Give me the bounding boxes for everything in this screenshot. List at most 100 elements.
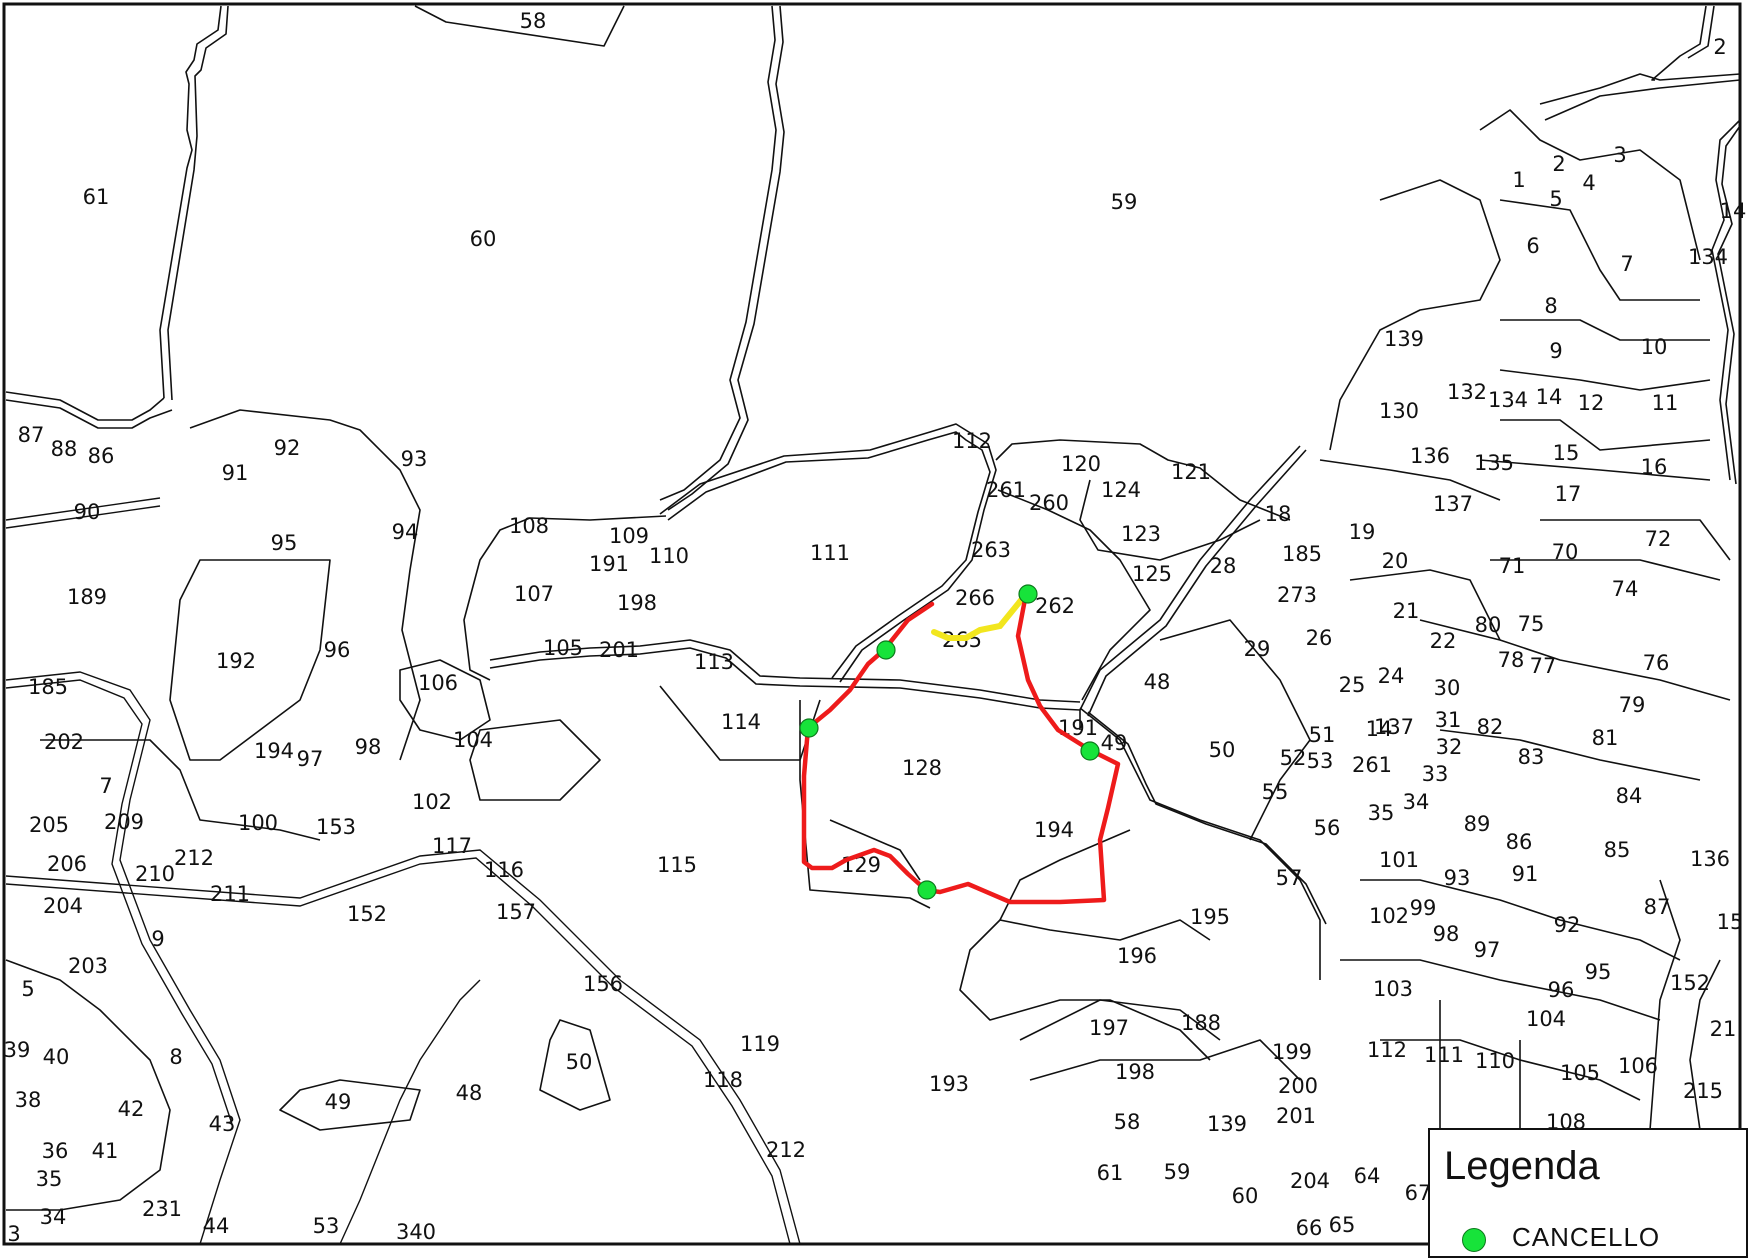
parcel-number-label: 106 [1618, 1054, 1658, 1078]
parcel-number-label: 153 [316, 815, 356, 839]
parcel-number-label: 33 [1422, 762, 1449, 786]
gate-marker[interactable] [917, 880, 937, 900]
parcel-number-label: 81 [1592, 726, 1619, 750]
parcel-number-label: 105 [543, 636, 583, 660]
parcel-number-label: 273 [1277, 583, 1317, 607]
parcel-number-label: 196 [1117, 944, 1157, 968]
parcel-number-label: 83 [1518, 745, 1545, 769]
parcel-number-label: 15 [1717, 910, 1744, 934]
parcel-number-label: 194 [254, 739, 294, 763]
parcel-number-label: 20 [1382, 549, 1409, 573]
parcel-number-label: 200 [1278, 1074, 1318, 1098]
parcel-number-label: 14 [1536, 385, 1563, 409]
parcel-number-label: 119 [740, 1032, 780, 1056]
parcel-number-label: 97 [1474, 938, 1501, 962]
parcel-number-label: 70 [1552, 540, 1579, 564]
parcel-number-label: 112 [952, 429, 992, 453]
parcel-number-label: 8 [1544, 294, 1557, 318]
parcel-number-label: 7 [99, 774, 112, 798]
parcel-number-label: 38 [15, 1088, 42, 1112]
parcel-number-label: 61 [1097, 1161, 1124, 1185]
parcel-number-label: 67 [1405, 1181, 1432, 1205]
parcel-number-label: 2 [1552, 152, 1565, 176]
parcel-number-label: 40 [43, 1045, 70, 1069]
parcel-number-label: 25 [1339, 673, 1366, 697]
parcel-number-label: 29 [1244, 637, 1271, 661]
parcel-number-label: 31 [1435, 708, 1462, 732]
parcel-number-label: 125 [1132, 562, 1172, 586]
gate-markers[interactable] [799, 584, 1100, 900]
parcel-number-label: 87 [1644, 895, 1671, 919]
parcel-number-label: 3 [7, 1222, 20, 1246]
parcel-number-label: 98 [1433, 922, 1460, 946]
parcel-number-label: 92 [274, 436, 301, 460]
parcel-number-label: 2 [1713, 35, 1726, 59]
parcel-number-label: 26 [1306, 626, 1333, 650]
parcel-number-label: 76 [1643, 651, 1670, 675]
parcel-number-label: 204 [43, 894, 83, 918]
parcel-number-label: 189 [67, 585, 107, 609]
parcel-number-label: 261 [1352, 753, 1392, 777]
legend-item-cancello: CANCELLO [1512, 1222, 1661, 1252]
parcel-number-label: 43 [209, 1112, 236, 1136]
parcel-number-label: 4 [1582, 171, 1595, 195]
parcel-number-label: 198 [1115, 1060, 1155, 1084]
gate-marker[interactable] [1080, 741, 1100, 761]
parcel-number-label: 139 [1384, 327, 1424, 351]
gate-legend-symbol [1462, 1228, 1486, 1252]
parcel-number-label: 206 [47, 852, 87, 876]
parcel-number-label: 41 [92, 1139, 119, 1163]
parcel-number-label: 64 [1354, 1164, 1381, 1188]
parcel-number-label: 65 [1329, 1213, 1356, 1237]
gate-marker[interactable] [799, 718, 819, 738]
parcel-number-label: 59 [1164, 1160, 1191, 1184]
parcel-number-label: 231 [142, 1197, 182, 1221]
parcel-number-label: 96 [1548, 978, 1575, 1002]
parcel-number-label: 3 [1613, 143, 1626, 167]
parcel-number-label: 134 [1688, 245, 1728, 269]
parcel-number-label: 197 [1089, 1016, 1129, 1040]
parcel-number-label: 77 [1530, 654, 1557, 678]
parcel-number-label: 104 [453, 728, 493, 752]
parcel-number-label: 50 [1209, 738, 1236, 762]
parcel-number-label: 19 [1349, 520, 1376, 544]
gate-marker[interactable] [876, 640, 896, 660]
parcel-number-label: 152 [347, 902, 387, 926]
parcel-number-label: 99 [1410, 896, 1437, 920]
parcel-number-label: 112 [1367, 1038, 1407, 1062]
parcel-number-label: 90 [74, 500, 101, 524]
parcel-number-label: 91 [1512, 862, 1539, 886]
parcel-number-label: 52 [1280, 746, 1307, 770]
parcel-number-label: 123 [1121, 522, 1161, 546]
parcel-number-label: 56 [1314, 816, 1341, 840]
parcel-number-label: 136 [1410, 444, 1450, 468]
parcel-number-label: 11 [1652, 391, 1679, 415]
parcel-number-label: 8 [169, 1045, 182, 1069]
parcel-number-label: 30 [1434, 676, 1461, 700]
parcel-number-label: 60 [1232, 1184, 1259, 1208]
parcel-number-label: 98 [355, 735, 382, 759]
parcel-number-label: 203 [68, 954, 108, 978]
parcel-number-label: 215 [1683, 1079, 1723, 1103]
parcel-number-label: 60 [470, 227, 497, 251]
legend-title: Legenda [1444, 1144, 1600, 1188]
parcel-number-label: 137 [1374, 715, 1414, 739]
parcel-number-label: 86 [1506, 830, 1533, 854]
gate-marker[interactable] [1018, 584, 1038, 604]
yellow-route [931, 591, 1029, 641]
parcel-number-label: 88 [51, 437, 78, 461]
parcel-number-label: 107 [514, 582, 554, 606]
parcel-number-label: 1 [1512, 168, 1525, 192]
parcel-number-label: 205 [29, 813, 69, 837]
parcel-number-label: 117 [432, 834, 472, 858]
parcel-number-label: 105 [1560, 1061, 1600, 1085]
parcel-boundaries [5, 5, 1741, 1245]
parcel-number-label: 16 [1641, 455, 1668, 479]
parcel-number-label: 5 [21, 977, 34, 1001]
parcel-number-label: 156 [583, 972, 623, 996]
parcel-number-label: 7 [1620, 252, 1633, 276]
parcel-number-label: 195 [1190, 905, 1230, 929]
